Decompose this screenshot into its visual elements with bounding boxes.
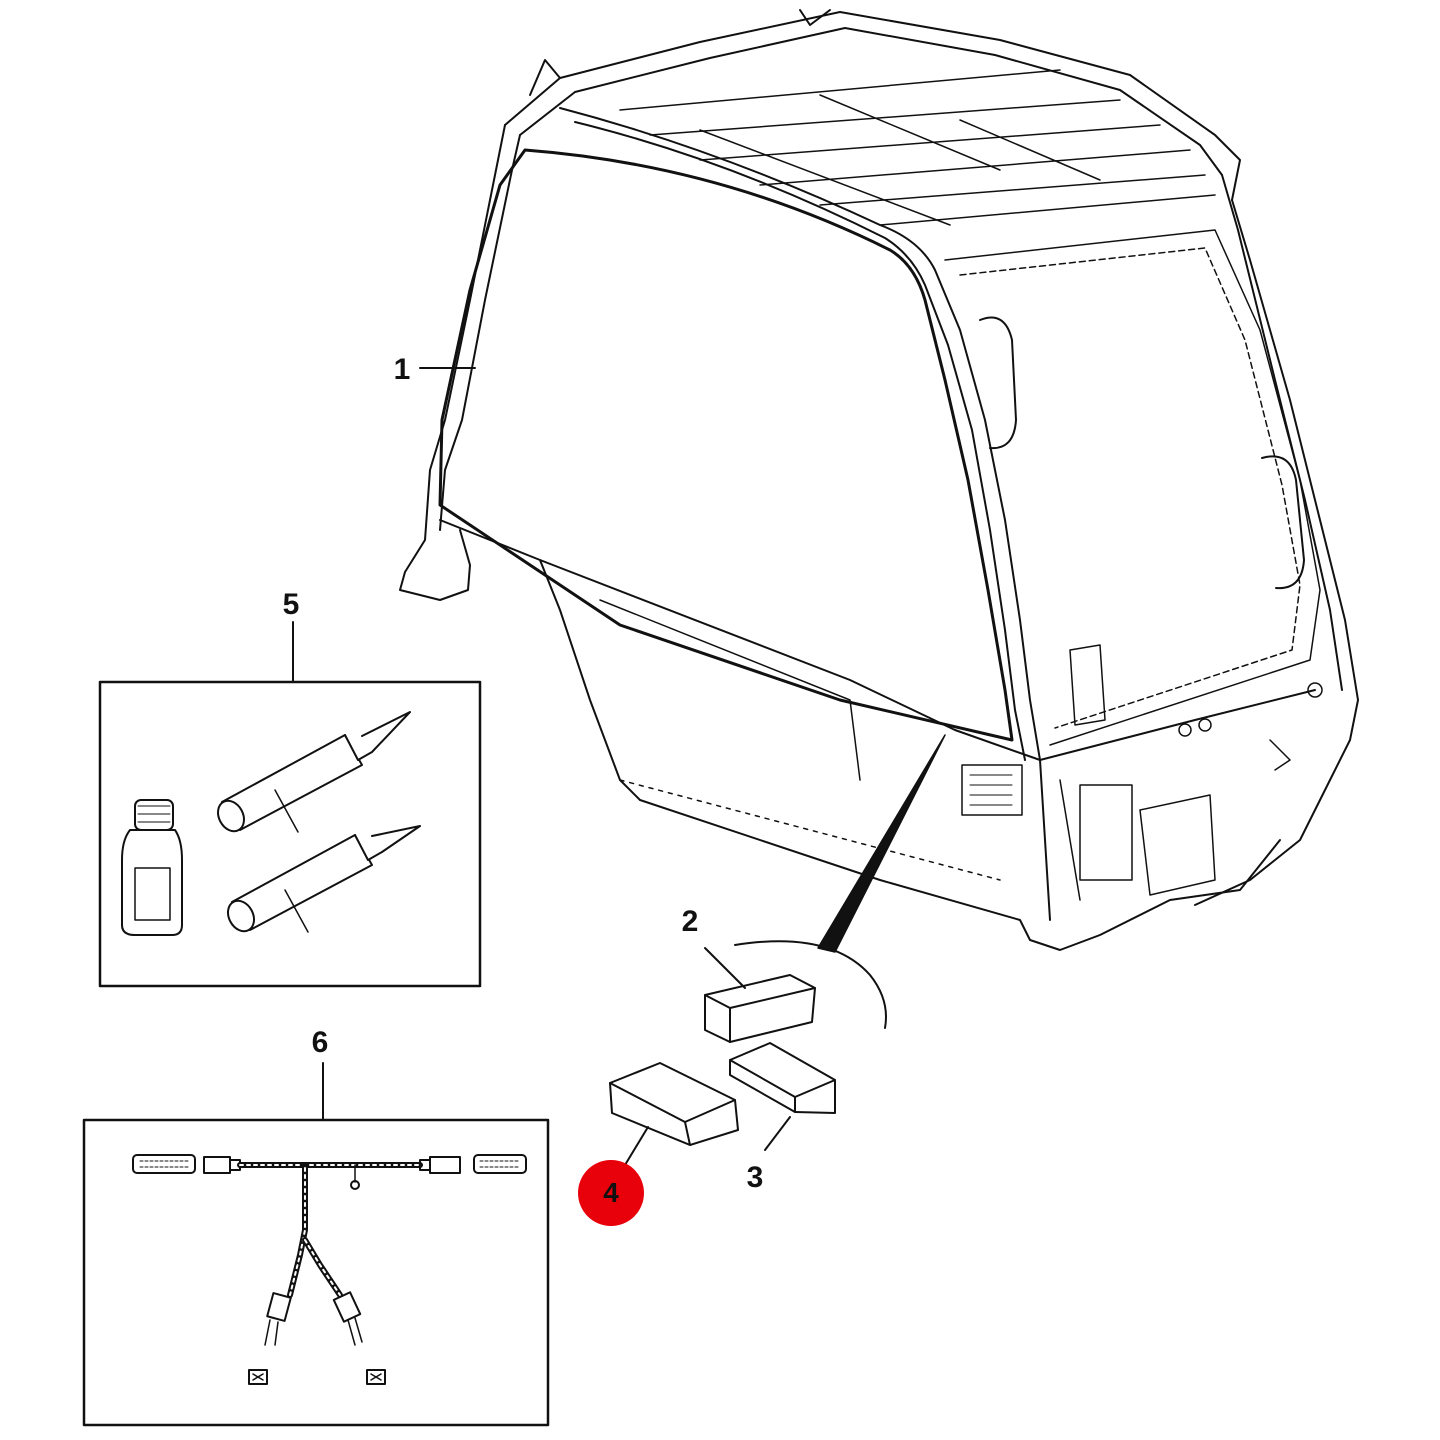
windshield-glass-icon — [438, 148, 1014, 742]
leader-line-3 — [764, 1116, 791, 1151]
harness-box — [82, 1118, 550, 1427]
callout-1[interactable]: 1 — [393, 353, 411, 386]
callout-4-highlighted[interactable]: 4 — [578, 1160, 644, 1226]
detail-arc — [734, 940, 887, 1029]
glazing-block-icon — [609, 974, 836, 1146]
leader-line-4 — [624, 1126, 649, 1166]
primer-bottle-icon — [121, 799, 183, 936]
detail-pointer — [817, 734, 946, 953]
leader-line-2 — [704, 947, 746, 989]
sealant-cartridge-icon — [217, 711, 411, 833]
callout-3[interactable]: 3 — [746, 1161, 764, 1194]
callout-2[interactable]: 2 — [681, 905, 699, 938]
cab-frame-icon — [399, 9, 1359, 951]
sealant-kit-box — [98, 680, 482, 988]
wiring-harness-icon — [132, 1154, 527, 1385]
sealant-cartridge-icon — [227, 825, 421, 933]
callout-5[interactable]: 5 — [282, 588, 300, 621]
callout-6[interactable]: 6 — [311, 1026, 329, 1059]
